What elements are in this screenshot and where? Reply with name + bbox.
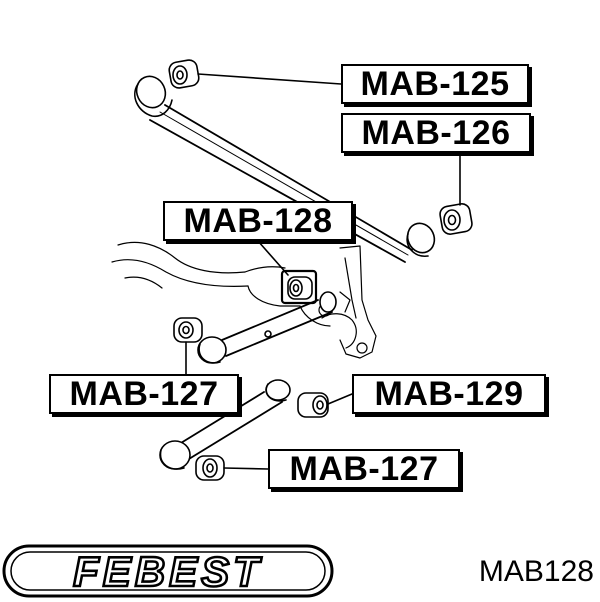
leader-mab128 bbox=[257, 240, 289, 276]
bushing-mab125 bbox=[168, 59, 200, 89]
bushing-mab129 bbox=[297, 392, 329, 418]
bushing-mab126 bbox=[439, 203, 473, 235]
trailing-arm bbox=[134, 75, 436, 263]
svg-text:FEBEST: FEBEST bbox=[73, 548, 263, 595]
callout-mab127-lower: MAB-127 bbox=[268, 449, 460, 489]
febest-logo: FEBEST bbox=[2, 544, 334, 598]
callout-mab126: MAB-126 bbox=[341, 113, 531, 153]
callout-mab128: MAB-128 bbox=[163, 201, 353, 241]
chassis-outline bbox=[111, 241, 377, 359]
bushing-mab128 bbox=[280, 269, 318, 305]
callout-mab127-upper: MAB-127 bbox=[49, 374, 239, 414]
upper-lateral-arm bbox=[197, 291, 337, 364]
callout-mab125: MAB-125 bbox=[341, 64, 529, 104]
bushing-mab127-upper bbox=[173, 317, 203, 343]
callout-mab129: MAB-129 bbox=[352, 374, 546, 414]
bushing-mab127-lower bbox=[195, 455, 225, 481]
leader-mab125 bbox=[197, 73, 342, 85]
leader-mab129 bbox=[327, 393, 353, 405]
leader-mab127-lower bbox=[223, 467, 269, 470]
part-number-label: MAB128 bbox=[478, 555, 594, 588]
lower-lateral-arm bbox=[159, 379, 291, 470]
